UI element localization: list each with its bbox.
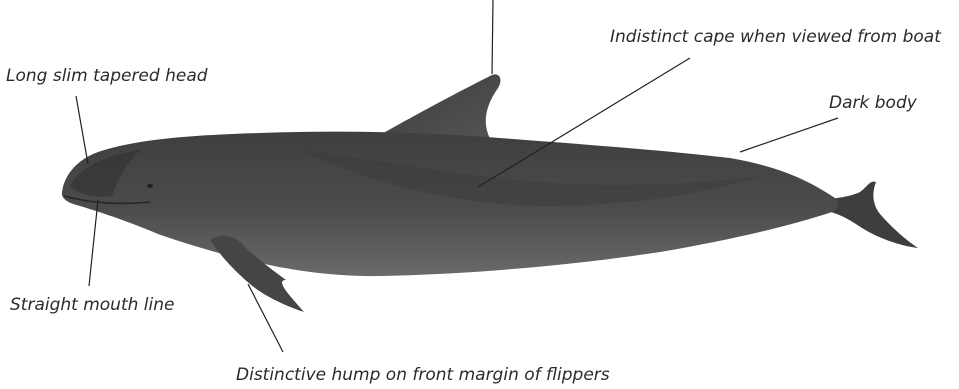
label-cape: Indistinct cape when viewed from boat <box>610 29 941 46</box>
leader-body <box>740 118 838 152</box>
label-flipper-hump: Distinctive hump on front margin of flip… <box>236 367 610 384</box>
leader-dorsal-fin <box>492 0 493 74</box>
dorsal-fin <box>378 74 500 142</box>
label-mouth: Straight mouth line <box>10 297 174 314</box>
label-head: Long slim tapered head <box>6 68 208 85</box>
eye <box>147 184 153 188</box>
leader-head <box>76 96 88 164</box>
tail-fluke <box>820 182 918 248</box>
leader-mouth <box>89 200 98 286</box>
whale-body <box>62 132 838 276</box>
label-body: Dark body <box>829 95 917 112</box>
